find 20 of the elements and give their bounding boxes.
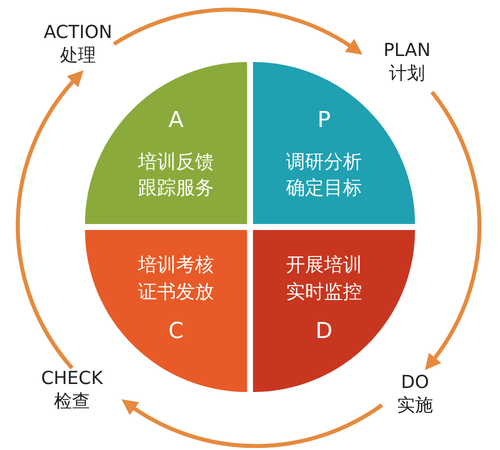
stage-description: 调研分析确定目标 xyxy=(284,150,363,202)
arrow xyxy=(425,90,482,370)
stage-description: 培训考核证书发放 xyxy=(136,253,215,305)
stage-label: 处理 xyxy=(60,44,96,67)
stage-letter: A xyxy=(168,108,184,135)
stage-letter: P xyxy=(317,108,331,135)
stage-letter: D xyxy=(316,319,332,346)
stage-label: CHECK xyxy=(41,368,103,390)
stage-description: 培训反馈跟踪服务 xyxy=(136,150,215,202)
stage-label: ACTION xyxy=(44,22,112,44)
stage-label: 实施 xyxy=(397,394,433,417)
arrow xyxy=(113,8,363,54)
stage-description: 开展培训实时监控 xyxy=(284,253,363,305)
arrow xyxy=(16,70,84,370)
stage-letter: C xyxy=(168,319,184,346)
arrow xyxy=(121,400,384,448)
stage-label: DO xyxy=(400,372,430,394)
stage-label: PLAN xyxy=(383,40,431,62)
stage-label: 检查 xyxy=(54,390,90,413)
stage-label: 计划 xyxy=(389,62,425,85)
